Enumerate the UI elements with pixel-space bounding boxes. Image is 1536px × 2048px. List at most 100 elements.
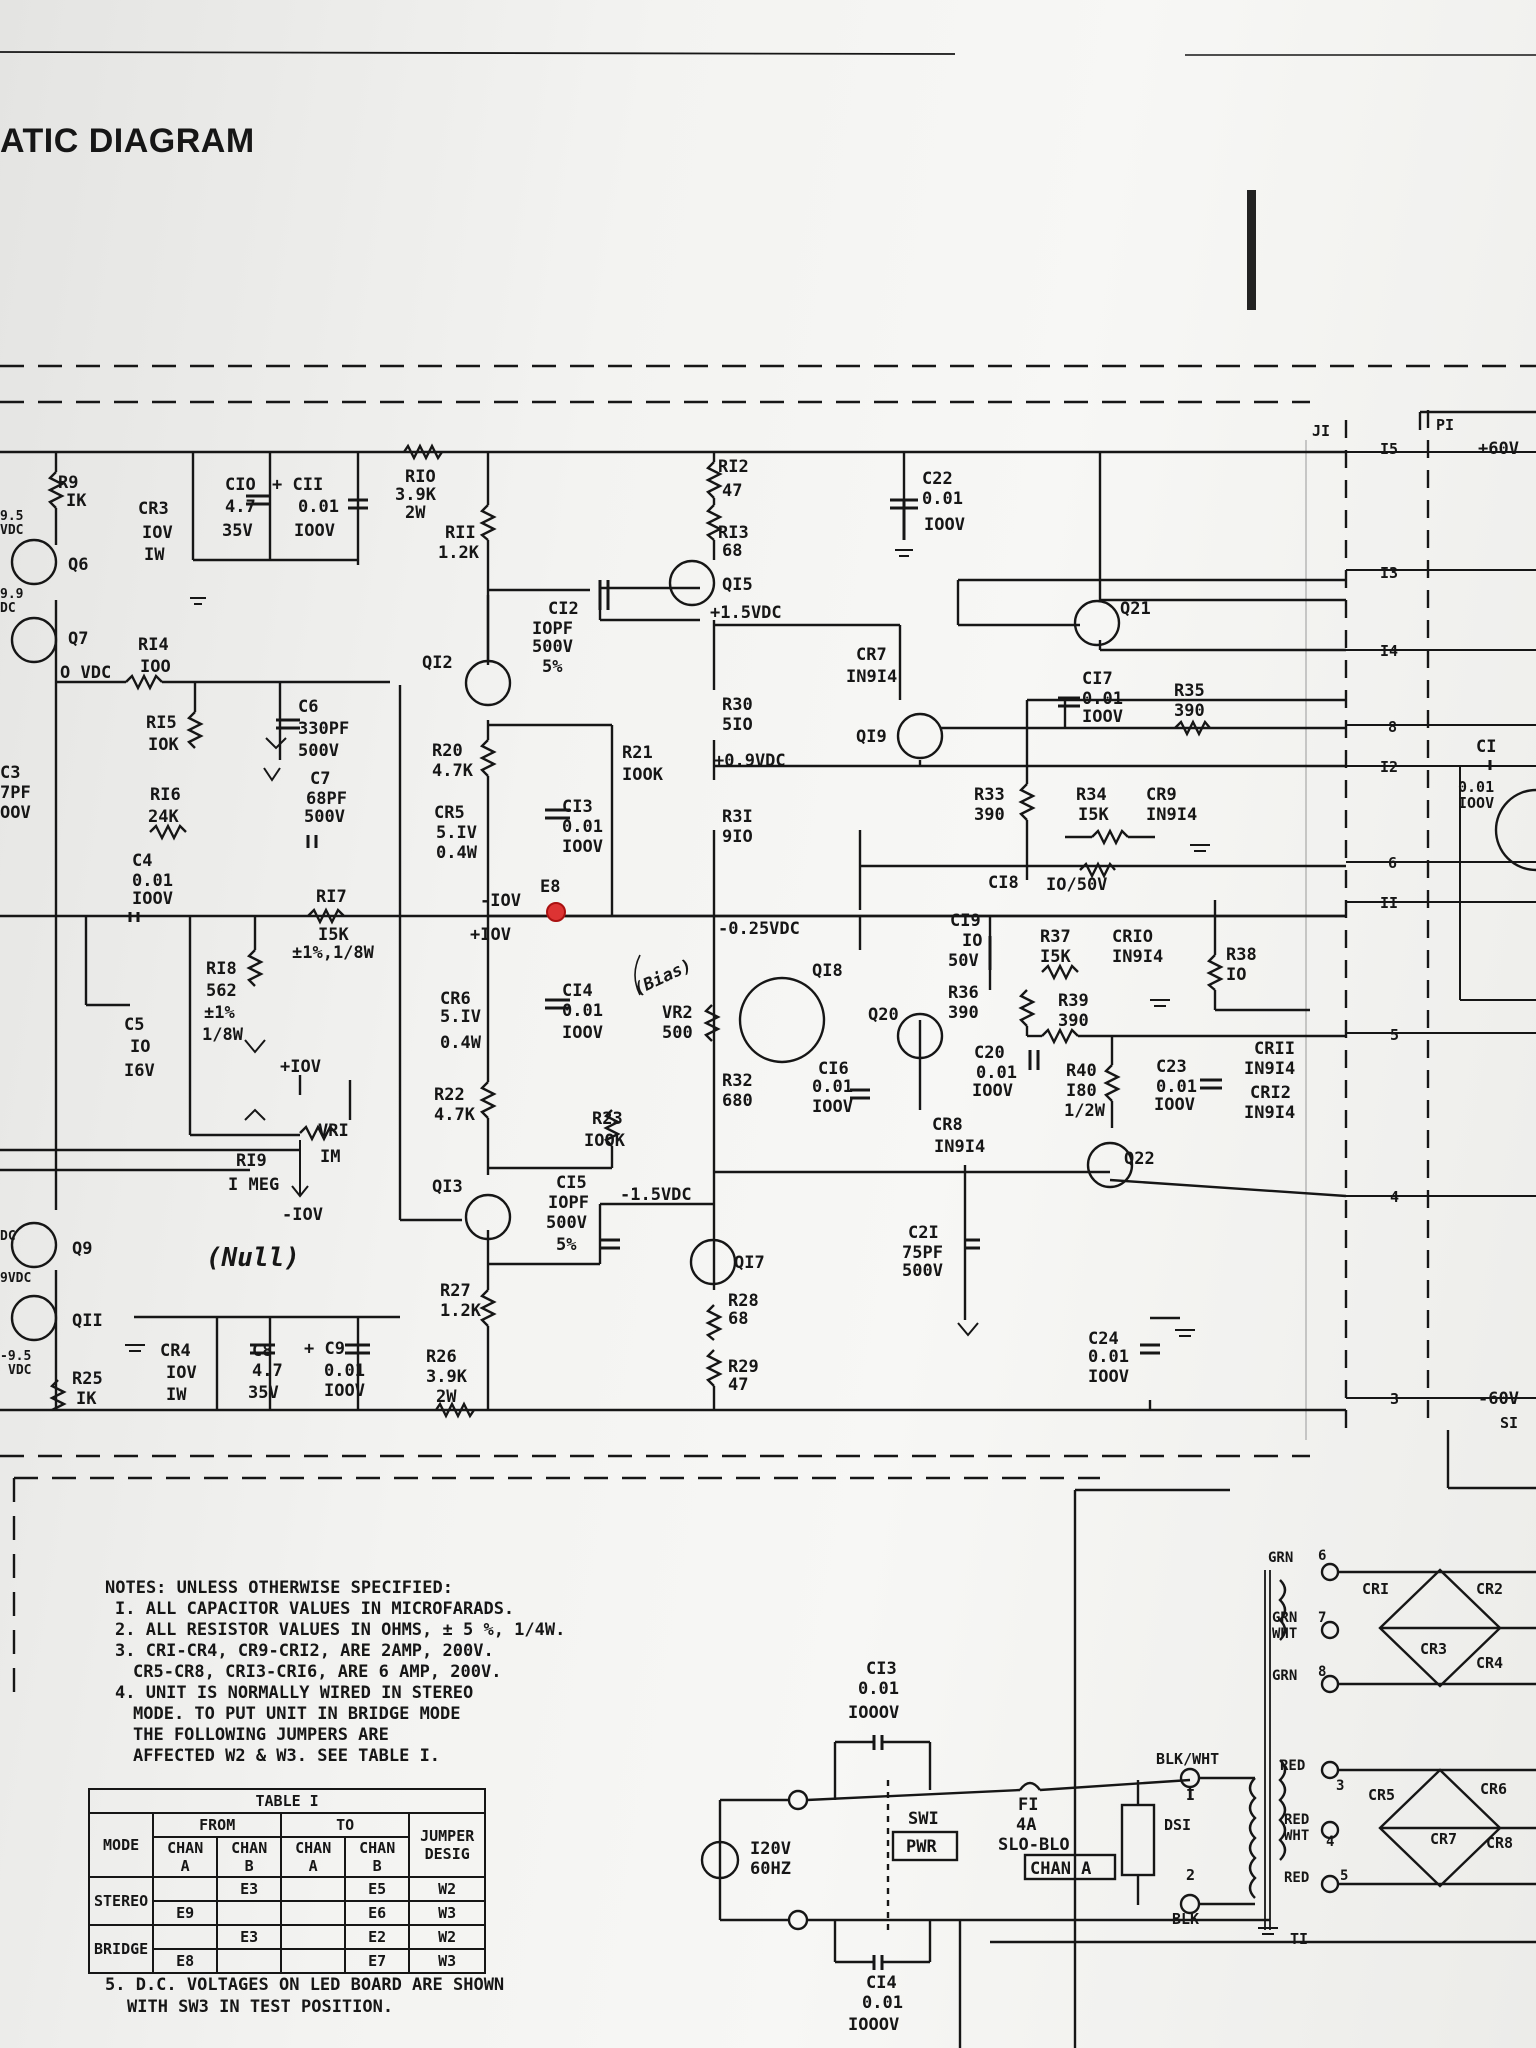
- label-cr10-type: IN9I4: [1112, 947, 1163, 967]
- label-vdc-q6: 9.5: [0, 509, 23, 524]
- label-r10-watt: 2W: [405, 503, 426, 523]
- label-r25-value: IK: [76, 1389, 97, 1409]
- label-cr5-bridge: CR5: [1368, 1786, 1395, 1804]
- label-r9-value: IK: [66, 491, 87, 511]
- table-row: BRIDGE E3 E2 W2: [87, 1924, 487, 1974]
- label-c21-value: 75PF: [902, 1243, 943, 1263]
- label-r33: R33: [974, 785, 1005, 805]
- label-c3: C3: [0, 763, 20, 783]
- label-null-handwritten: (Null): [206, 1243, 300, 1273]
- label-c21: C2I: [908, 1223, 939, 1243]
- label-c13: CI3: [562, 797, 593, 817]
- label-cr2: CR2: [1476, 1580, 1503, 1598]
- label-r39: R39: [1058, 991, 1089, 1011]
- label-c11-value: 0.01: [298, 497, 339, 517]
- label-r34-value: I5K: [1078, 805, 1109, 825]
- label-r34: R34: [1076, 785, 1107, 805]
- label-c15: CI5: [556, 1173, 587, 1193]
- label-pin3: 3: [1390, 1390, 1399, 1408]
- label-pwr: PWR: [906, 1837, 937, 1857]
- label-vdc-neg-unit: VDC: [8, 1363, 31, 1378]
- table-header-from-chan-b: CHAN B: [216, 1836, 283, 1878]
- label-vdc-025: -0.25VDC: [718, 919, 800, 939]
- label-wht2: WHT: [1284, 1828, 1309, 1844]
- label-r9: R9: [58, 473, 78, 493]
- label-cr9: CR9: [1146, 785, 1177, 805]
- label-cr12: CRI2: [1250, 1083, 1291, 1103]
- label-r40-value: I80: [1066, 1081, 1097, 1101]
- note-5a: 5. D.C. VOLTAGES ON LED BOARD ARE SHOWN: [105, 1975, 505, 1995]
- label-c3-volt: OOV: [0, 803, 31, 823]
- label-n8: 8: [1318, 1664, 1326, 1680]
- label-c9-volt: IOOV: [324, 1381, 365, 1401]
- label-r26: R26: [426, 1347, 457, 1367]
- label-c15-tol: 5%: [556, 1235, 577, 1255]
- label-c11: + CII: [272, 475, 323, 495]
- label-s1: SI: [1500, 1414, 1518, 1432]
- label-cr7-bridge: CR7: [1430, 1830, 1457, 1848]
- label-c16: CI6: [818, 1059, 849, 1079]
- table-title: TABLE I: [87, 1788, 487, 1813]
- label-c4: C4: [132, 851, 152, 871]
- label-cr6-watt: 0.4W: [440, 1033, 482, 1053]
- label-pin4: 4: [1390, 1188, 1399, 1206]
- label-c13-ac-value: 0.01: [858, 1679, 899, 1699]
- label-cr1: CRI: [1362, 1580, 1389, 1598]
- label-n3: 3: [1336, 1778, 1344, 1794]
- label-c10: CIO: [225, 475, 256, 495]
- note-4b: MODE. TO PUT UNIT IN BRIDGE MODE: [133, 1704, 461, 1724]
- label-pin11: II: [1380, 894, 1398, 912]
- label-minus60v: -60V: [1478, 1389, 1519, 1409]
- label-r14: RI4: [138, 635, 169, 655]
- table-header-to-chan-a: CHAN A: [280, 1836, 347, 1878]
- label-r38: R38: [1226, 945, 1257, 965]
- label-c10-value: 4.7: [225, 497, 256, 517]
- label-c14-ac: CI4: [866, 1973, 897, 1993]
- label-r26-value: 3.9K: [426, 1367, 468, 1387]
- label-cr7: CR7: [856, 645, 887, 665]
- label-red: RED: [1280, 1758, 1305, 1774]
- note-3b: CR5-CR8, CRI3-CRI6, ARE 6 AMP, 200V.: [133, 1662, 502, 1682]
- table-cell: [280, 1948, 347, 1974]
- label-cr4-watt: IW: [166, 1385, 187, 1405]
- label-cr4-volt: IOV: [166, 1363, 197, 1383]
- label-c21-volt: 500V: [902, 1261, 943, 1281]
- label-t1: TI: [1290, 1930, 1308, 1948]
- label-red-wht: RED: [1284, 1812, 1309, 1828]
- label-cr4-bridge: CR4: [1476, 1654, 1503, 1672]
- label-c1-value: 0.01: [1458, 778, 1494, 796]
- label-r11-value: 1.2K: [438, 543, 480, 563]
- label-c5-volt: I6V: [124, 1061, 155, 1081]
- label-r17: RI7: [316, 887, 347, 907]
- label-cr6-bridge: CR6: [1480, 1780, 1507, 1798]
- label-c4-value: 0.01: [132, 871, 173, 891]
- label-j1: JI: [1312, 422, 1330, 440]
- label-r36: R36: [948, 983, 979, 1003]
- label-cr6: CR6: [440, 989, 471, 1009]
- e8-test-point: [546, 902, 566, 922]
- label-c23-volt: IOOV: [1154, 1095, 1195, 1115]
- label-c5: C5: [124, 1015, 144, 1035]
- label-r15: RI5: [146, 713, 177, 733]
- label-r27: R27: [440, 1281, 471, 1301]
- table-cell: [152, 1876, 219, 1902]
- table-cell: E7: [344, 1948, 411, 1974]
- table-mode-bridge: BRIDGE: [87, 1924, 155, 1974]
- jumper-table: TABLE I MODE FROM TO JUMPER DESIG CHAN A…: [87, 1788, 487, 1974]
- table-cell: E6: [344, 1900, 411, 1926]
- label-c13-ac: CI3: [866, 1659, 897, 1679]
- label-wht: WHT: [1272, 1626, 1297, 1642]
- label-n4: 4: [1326, 1834, 1334, 1850]
- label-plus10v: +IOV: [470, 925, 511, 945]
- label-r13: RI3: [718, 523, 749, 543]
- label-r16-value: 24K: [148, 807, 179, 827]
- label-r31: R3I: [722, 807, 753, 827]
- label-r37-value: I5K: [1040, 947, 1071, 967]
- label-pin14: I4: [1380, 642, 1398, 660]
- label-c19-value: IO: [962, 931, 982, 951]
- label-q20: Q20: [868, 1005, 899, 1025]
- label-r26-watt: 2W: [436, 1387, 457, 1407]
